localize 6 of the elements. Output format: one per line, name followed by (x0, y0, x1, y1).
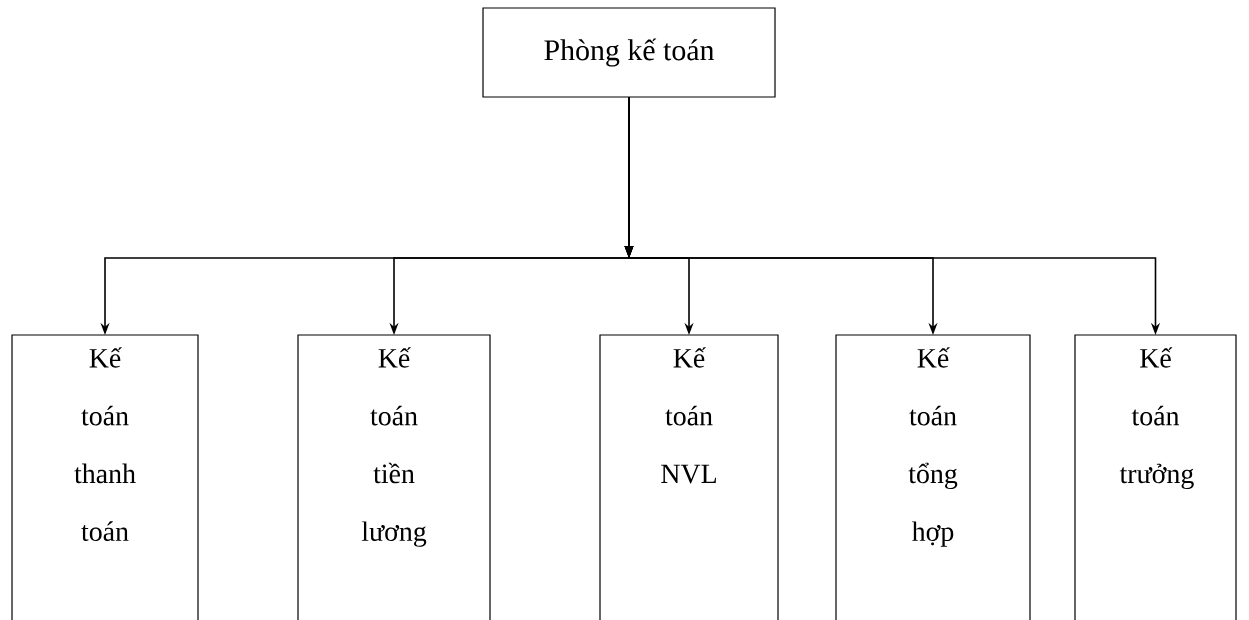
department-box: Kế toán thanh toán (11, 334, 199, 620)
department-box: Kế toán tiền lương (297, 334, 491, 620)
department-box: Kế toán trưởng (1074, 334, 1237, 620)
department-box: Kế toán NVL (599, 334, 779, 620)
department-box: Kế toán tổng hợp (835, 334, 1031, 620)
title-box: Phòng kế toán (482, 7, 776, 98)
